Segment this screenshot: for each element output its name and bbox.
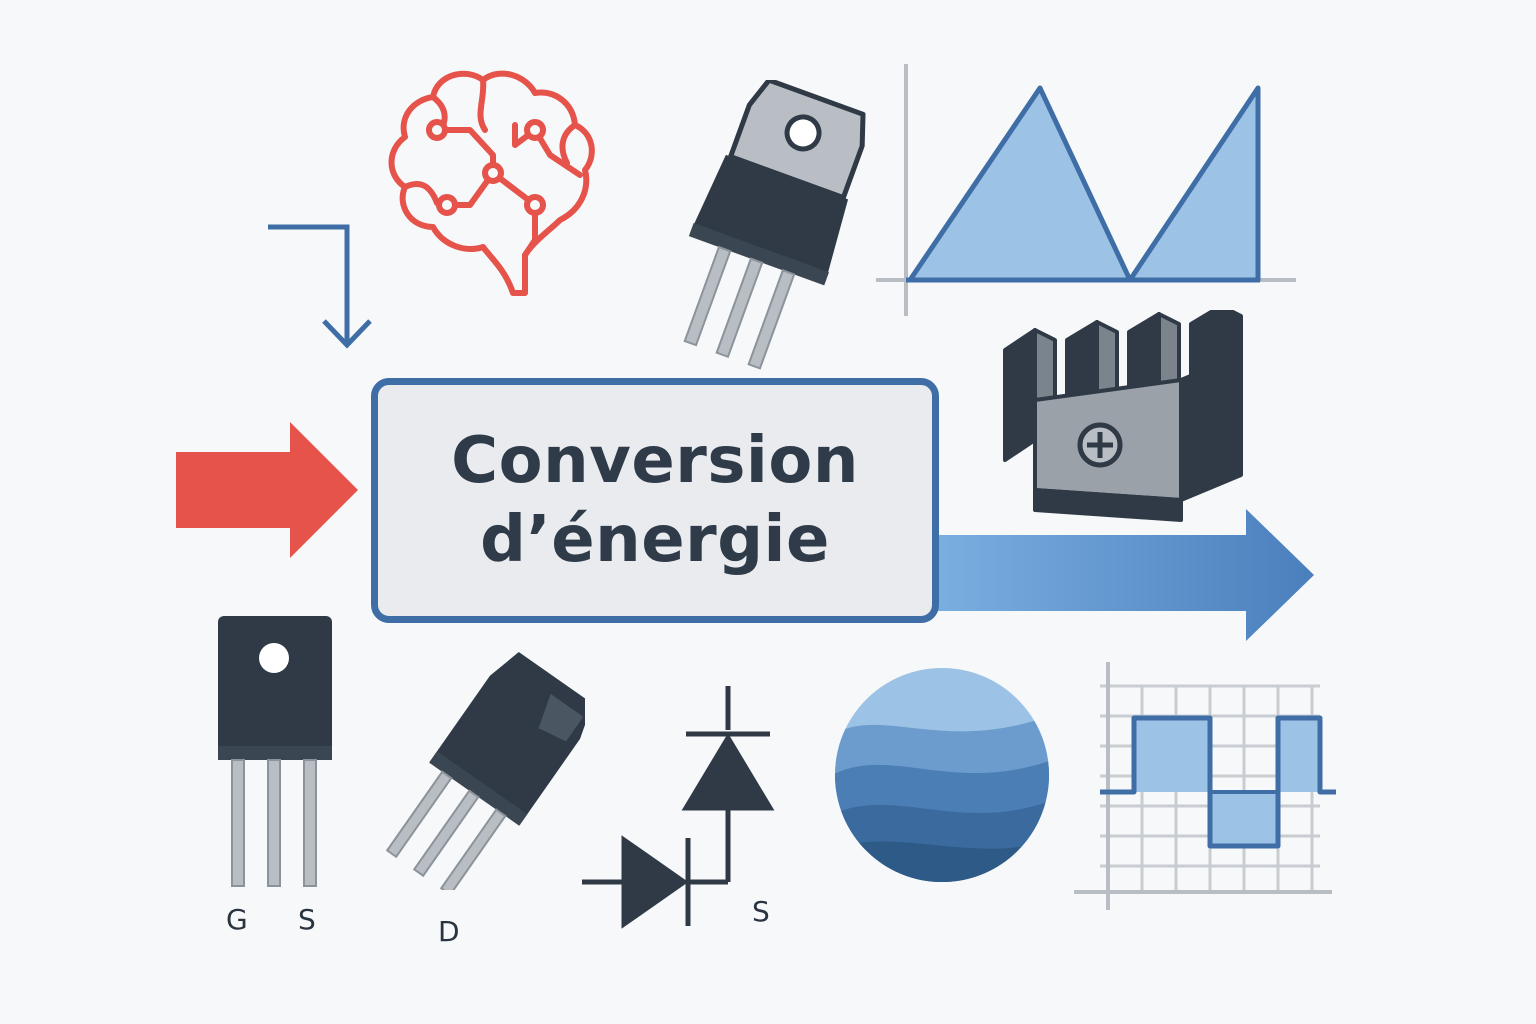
square-waveform-icon xyxy=(1074,662,1336,910)
pin-label-diode-s: S xyxy=(752,895,770,928)
triangle-waveform-icon xyxy=(876,64,1296,316)
angled-transistor-icon xyxy=(385,652,585,890)
heatsink-icon xyxy=(1003,310,1243,522)
title-line-2: d’énergie xyxy=(480,502,830,577)
to220-transistor-icon xyxy=(683,80,866,370)
globe-waves-icon xyxy=(835,668,1049,882)
pin-label-g: G xyxy=(226,903,248,936)
mosfet-icon xyxy=(218,616,332,887)
conversion-title-box: Conversion d’énergie xyxy=(371,378,939,623)
brain-circuit-icon xyxy=(388,70,595,296)
input-arrow-icon xyxy=(176,422,358,558)
pin-label-d: D xyxy=(438,915,460,948)
title-line-1: Conversion xyxy=(451,424,859,499)
diode-schematic-icon xyxy=(582,686,775,929)
pin-label-s: S xyxy=(298,903,316,936)
output-arrow-icon xyxy=(938,509,1314,641)
step-arrow-icon xyxy=(268,224,372,349)
